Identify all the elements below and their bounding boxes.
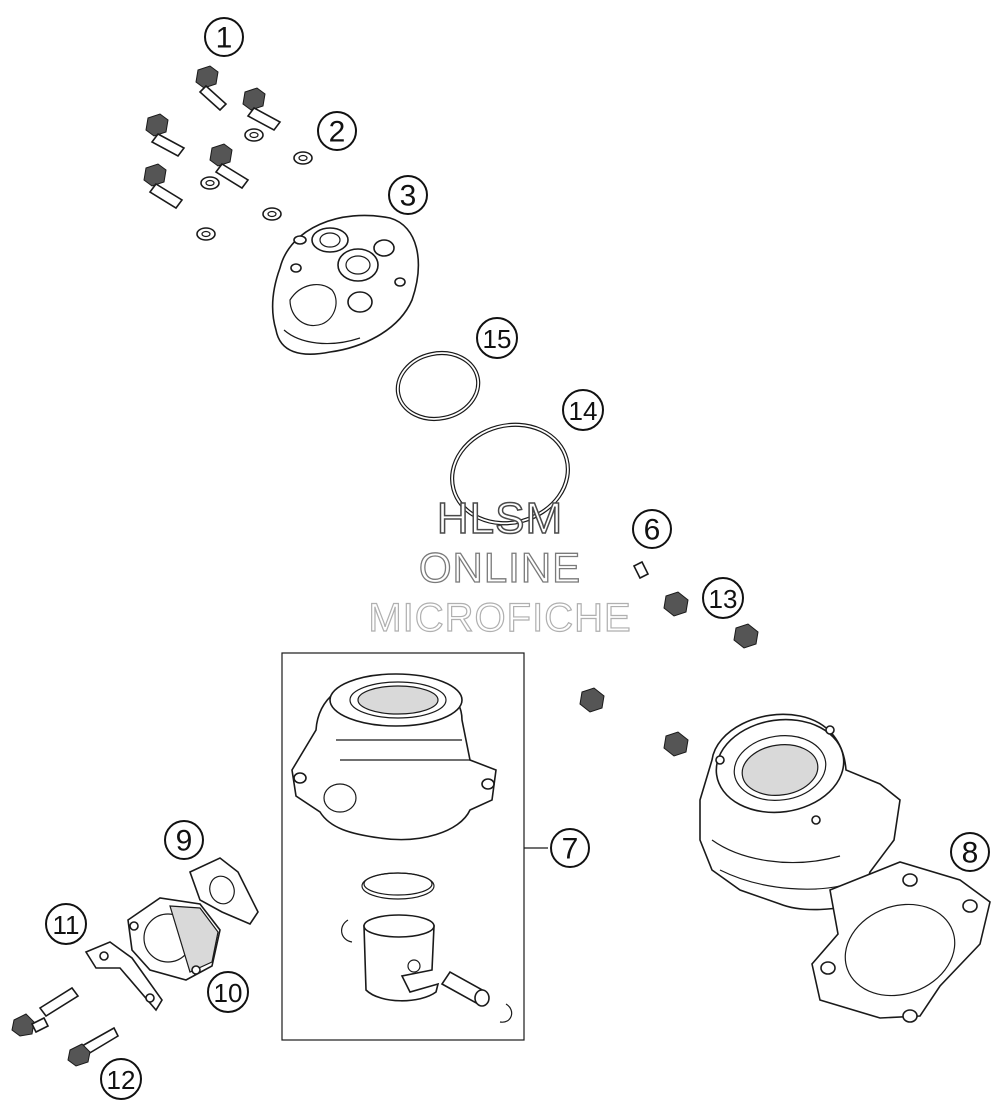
callout-11-label: 11 bbox=[53, 910, 80, 940]
callout-3-label: 3 bbox=[400, 180, 417, 213]
head-bolt bbox=[209, 143, 250, 190]
cylinder-kit-box bbox=[281, 652, 548, 1041]
head-bolt bbox=[145, 113, 186, 158]
callout-15-label: 15 bbox=[483, 324, 512, 354]
callout-13-label: 13 bbox=[709, 584, 738, 614]
head-bolt bbox=[195, 65, 228, 112]
callout-3: 3 bbox=[388, 175, 428, 215]
washers bbox=[196, 128, 313, 241]
head-bolt bbox=[242, 87, 282, 132]
callout-7-label: 7 bbox=[562, 833, 579, 866]
o-ring-small bbox=[395, 351, 481, 421]
callout-2-label: 2 bbox=[329, 116, 346, 149]
callout-9-label: 9 bbox=[176, 825, 193, 858]
callout-9: 9 bbox=[164, 820, 204, 860]
callout-1-label: 1 bbox=[216, 22, 233, 55]
intake-flange bbox=[127, 897, 221, 981]
intake-bolts bbox=[11, 986, 120, 1067]
callout-13: 13 bbox=[702, 577, 744, 619]
watermark-line-2: ONLINE bbox=[418, 543, 582, 591]
callout-12: 12 bbox=[100, 1058, 142, 1100]
bracket bbox=[84, 941, 163, 1012]
callout-8-label: 8 bbox=[962, 837, 979, 870]
callout-14: 14 bbox=[562, 389, 604, 431]
callout-6-label: 6 bbox=[644, 514, 661, 547]
watermark-line-1: HLSM bbox=[436, 493, 564, 544]
cylinder-nuts bbox=[579, 591, 759, 757]
head-bolt bbox=[143, 163, 184, 210]
intake-bolt bbox=[67, 1026, 120, 1067]
callout-11: 11 bbox=[45, 903, 87, 945]
base-gasket bbox=[811, 861, 991, 1023]
callout-6: 6 bbox=[632, 509, 672, 549]
callout-10-label: 10 bbox=[214, 978, 243, 1008]
o-ring-large bbox=[450, 422, 570, 526]
callout-15: 15 bbox=[476, 317, 518, 359]
callout-7: 7 bbox=[550, 828, 590, 868]
intake-bolt bbox=[11, 986, 80, 1037]
cylinder-head bbox=[271, 214, 419, 355]
callout-14-label: 14 bbox=[569, 396, 598, 426]
dowel-pin bbox=[632, 560, 650, 580]
callout-10: 10 bbox=[207, 971, 249, 1013]
callout-2: 2 bbox=[317, 111, 357, 151]
callout-8: 8 bbox=[950, 832, 990, 872]
callout-1: 1 bbox=[204, 17, 244, 57]
head-bolts bbox=[143, 65, 282, 210]
watermark-line-3: MICROFICHE bbox=[368, 595, 632, 640]
intake-gasket bbox=[189, 857, 259, 925]
cylinder bbox=[699, 713, 901, 911]
callout-12-label: 12 bbox=[107, 1065, 136, 1095]
